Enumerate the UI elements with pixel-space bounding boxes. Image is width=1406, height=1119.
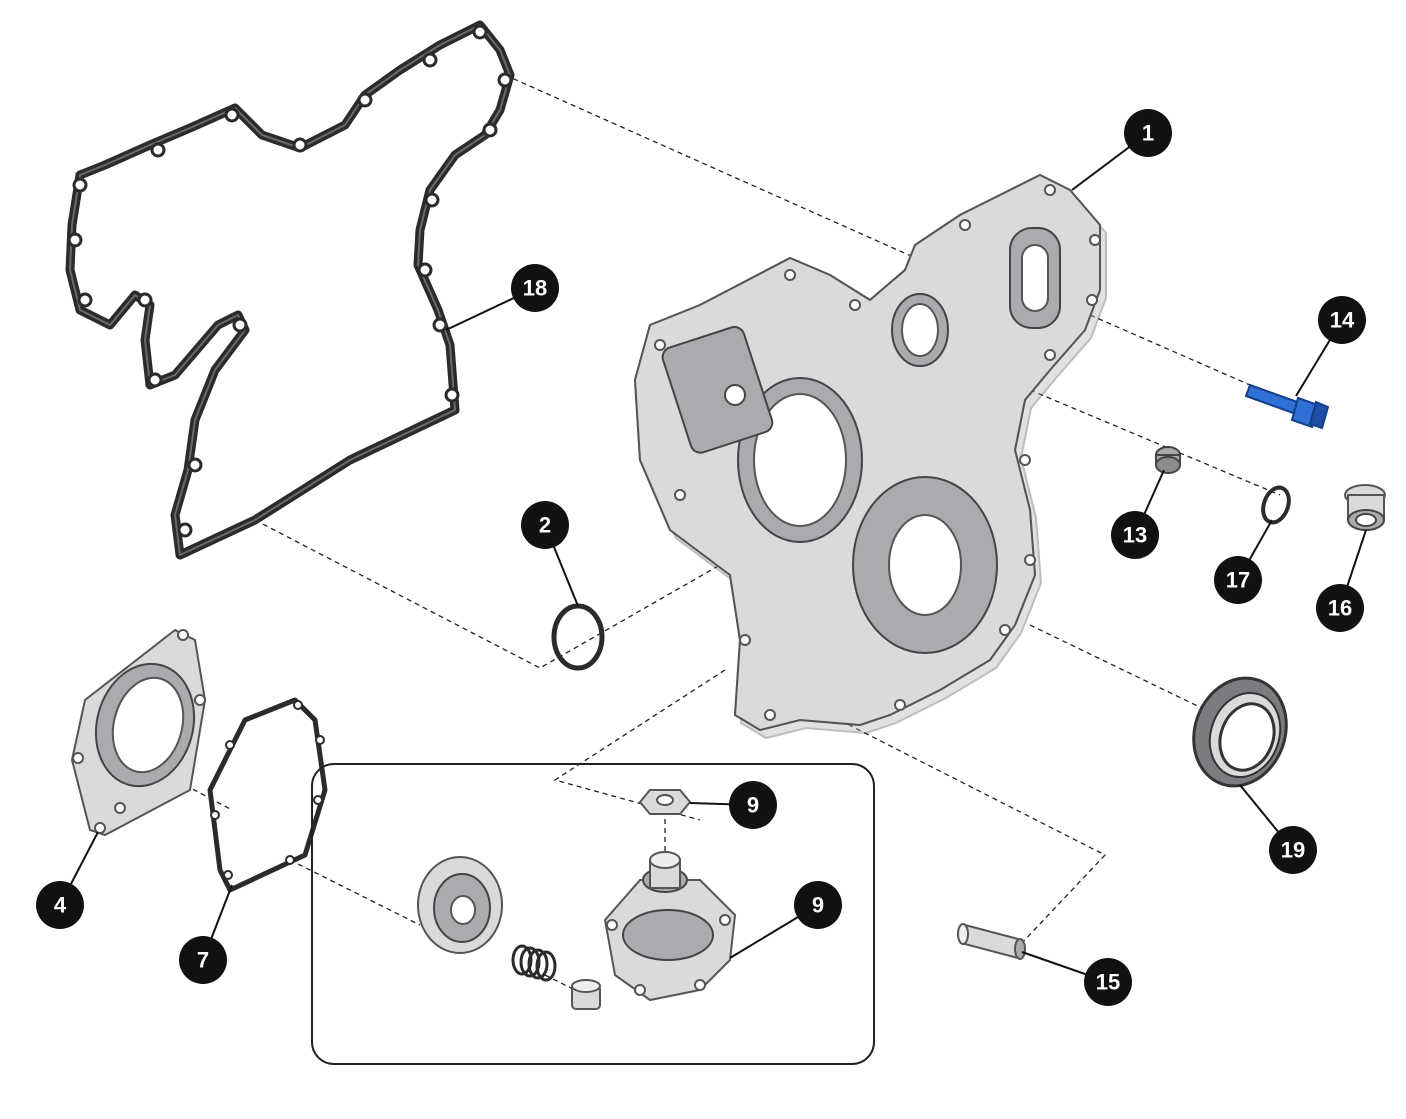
- callout-label: 15: [1096, 970, 1120, 995]
- callout-label: 17: [1226, 568, 1250, 593]
- callout-label: 7: [197, 948, 209, 973]
- callout-part-18: 18: [511, 264, 559, 312]
- pump-cover: [417, 856, 503, 954]
- callout-part-14: 14: [1318, 296, 1366, 344]
- hex-nut: [638, 789, 692, 815]
- o-ring-large: [551, 603, 605, 671]
- bushing: [1344, 484, 1386, 531]
- callout-label: 2: [539, 513, 551, 538]
- relief-plunger: [571, 979, 601, 1010]
- callout-part-13: 13: [1111, 511, 1159, 559]
- callout-label: 14: [1330, 308, 1355, 333]
- callout-label: 1: [1142, 121, 1154, 146]
- callout-part-9-pump: 9: [794, 881, 842, 929]
- oil-pump: [603, 851, 737, 1002]
- front-cover-housing: [633, 173, 1107, 740]
- callout-part-16: 16: [1316, 584, 1364, 632]
- callout-label: 18: [523, 276, 547, 301]
- o-ring-small: [1261, 485, 1291, 525]
- plug: [1155, 446, 1181, 474]
- callout-label: 13: [1123, 523, 1147, 548]
- callout-label: 9: [812, 893, 824, 918]
- pump-assembly-inset: [311, 763, 875, 1065]
- callout-part-4: 4: [36, 881, 84, 929]
- flange-bolt: [1244, 383, 1330, 430]
- callout-part-17: 17: [1214, 556, 1262, 604]
- seal-carrier: [70, 628, 207, 837]
- callout-part-7: 7: [179, 936, 227, 984]
- callout-part-9-nut: 9: [729, 781, 777, 829]
- dowel-pin: [957, 923, 1026, 960]
- callout-label: 4: [54, 893, 67, 918]
- callout-part-15: 15: [1084, 958, 1132, 1006]
- callout-part-19: 19: [1269, 826, 1317, 874]
- front-cover-gasket: [65, 20, 515, 560]
- pump-gasket: [207, 697, 328, 893]
- callout-label: 16: [1328, 596, 1352, 621]
- callout-part-1: 1: [1124, 109, 1172, 157]
- assembly-guide-lines: [184, 74, 1281, 996]
- callout-part-2: 2: [521, 501, 569, 549]
- callout-label: 19: [1281, 838, 1305, 863]
- crankshaft-oil-seal: [1192, 676, 1288, 788]
- callout-label: 9: [747, 793, 759, 818]
- relief-spring: [511, 944, 557, 982]
